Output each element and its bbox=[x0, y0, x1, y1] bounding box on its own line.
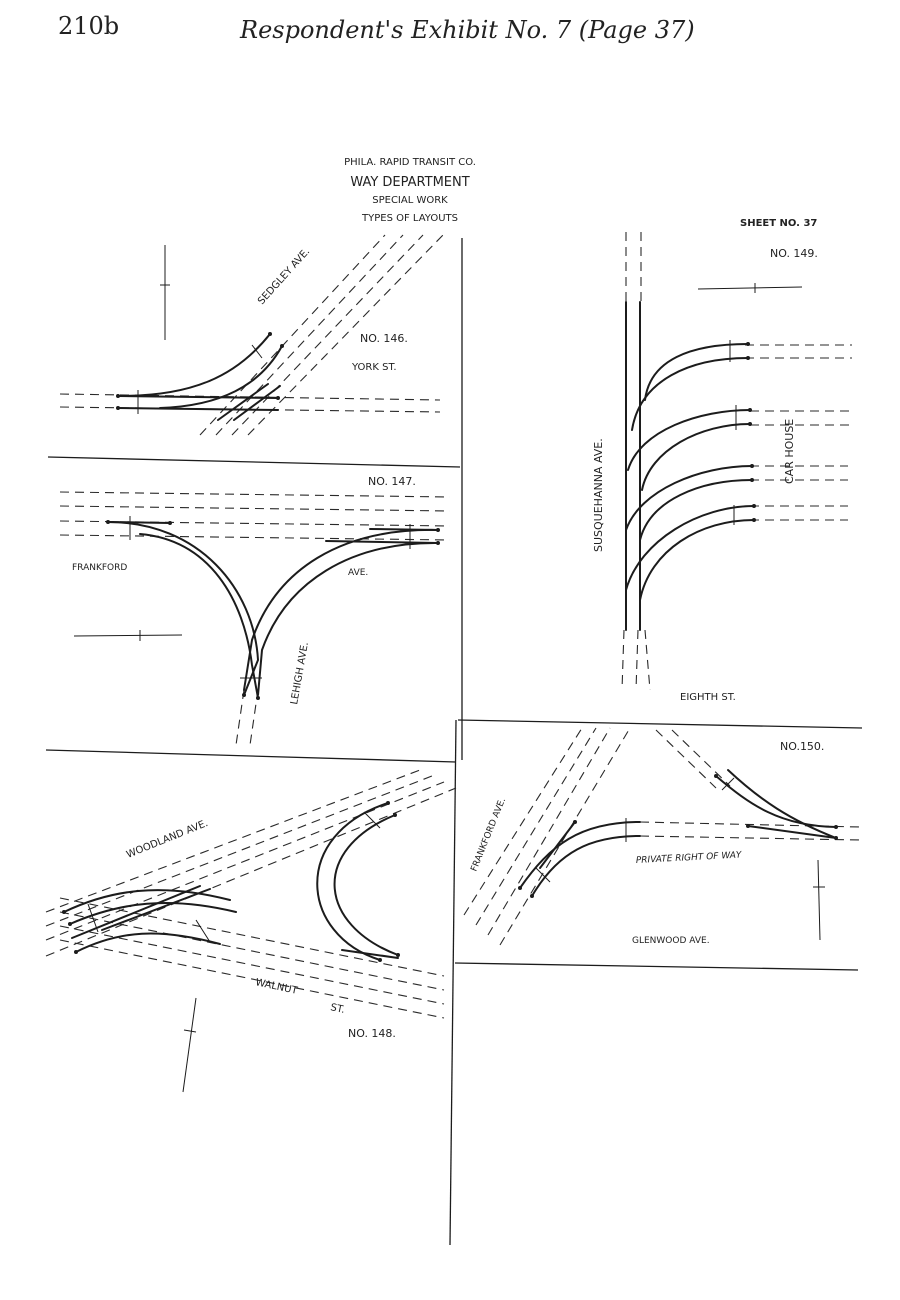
company-name: PHILA. RAPID TRANSIT CO. bbox=[344, 157, 476, 168]
label-frankford-ave-suffix: AVE. bbox=[348, 568, 368, 578]
label-frankford: FRANKFORD bbox=[72, 563, 127, 573]
label-walnut-st-suffix: ST. bbox=[329, 1002, 345, 1016]
label-eighth-st: EIGHTH ST. bbox=[680, 692, 736, 703]
layout-146: SEDGLEY AVE. NO. 146. YORK ST. bbox=[59, 234, 444, 436]
label-private-right-of-way: PRIVATE RIGHT OF WAY bbox=[636, 850, 744, 866]
label-no-147: NO. 147. bbox=[368, 475, 416, 488]
label-glenwood-ave: GLENWOOD AVE. bbox=[632, 936, 710, 946]
label-no-149: NO. 149. bbox=[770, 247, 818, 260]
sheet-number: SHEET NO. 37 bbox=[740, 218, 817, 229]
layout-149: NO. 149. SUSQUEHANNA AVE. CAR HOUSE EIGH… bbox=[592, 232, 852, 703]
label-woodland-ave: WOODLAND AVE. bbox=[125, 818, 210, 861]
layout-148: WOODLAND AVE. WALNUT ST. NO. 148. bbox=[45, 769, 457, 1093]
subtitle-special-work: SPECIAL WORK bbox=[372, 195, 448, 206]
layout-150: NO.150. FRANKFORD AVE. PRIVATE RIGHT OF … bbox=[463, 727, 861, 946]
label-sedgley-ave: SEDGLEY AVE. bbox=[256, 246, 312, 307]
layout-147: NO. 147. FRANKFORD AVE. LEHIGH AVE. bbox=[59, 475, 451, 746]
label-walnut: WALNUT bbox=[254, 977, 299, 997]
exhibit-title: Respondent's Exhibit No. 7 (Page 37) bbox=[240, 16, 695, 44]
subtitle-types-of-layouts: TYPES OF LAYOUTS bbox=[361, 213, 458, 224]
frame-lines bbox=[45, 238, 863, 1246]
label-no-150: NO.150. bbox=[780, 740, 824, 753]
label-lehigh-ave: LEHIGH AVE. bbox=[289, 641, 311, 705]
label-frankford-ave: FRANKFORD AVE. bbox=[470, 797, 509, 873]
label-car-house: CAR HOUSE bbox=[783, 419, 796, 484]
label-no-146: NO. 146. bbox=[360, 332, 408, 345]
department-name: WAY DEPARTMENT bbox=[350, 175, 469, 190]
label-york-st: YORK ST. bbox=[351, 362, 397, 373]
label-susquehanna-ave: SUSQUEHANNA AVE. bbox=[592, 438, 605, 552]
page-number: 210b bbox=[58, 12, 120, 40]
label-no-148: NO. 148. bbox=[348, 1027, 396, 1040]
